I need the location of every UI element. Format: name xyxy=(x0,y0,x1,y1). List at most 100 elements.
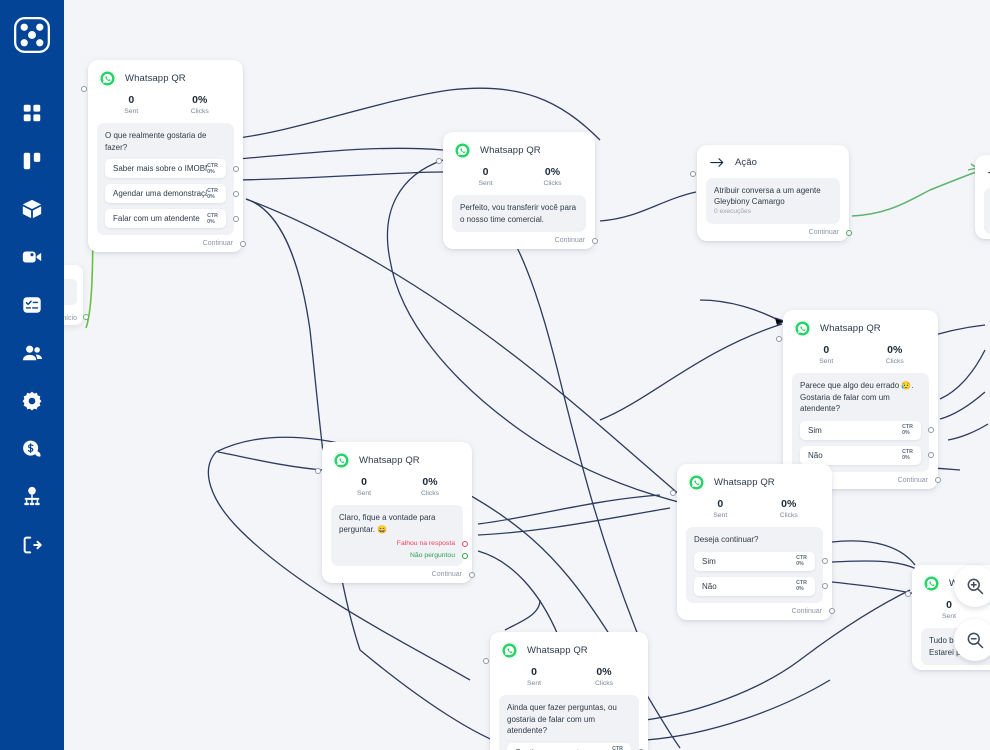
option-output-handle[interactable] xyxy=(822,558,828,564)
clicks-value: 0% xyxy=(781,498,797,510)
sidebar-item-settings[interactable] xyxy=(12,381,52,421)
node-title: Whatsapp QR xyxy=(527,645,588,656)
continuar-output-handle[interactable] xyxy=(829,608,835,614)
message-box: Claro, fique a vontade para perguntar. 😄… xyxy=(331,505,468,566)
response-fail-row[interactable]: Falhou na resposta xyxy=(339,540,468,547)
node-whatsapp-perguntas[interactable]: Whatsapp QR 0 Sent 0% Clicks Ainda quer … xyxy=(483,632,648,750)
node-footer[interactable]: Continuar xyxy=(331,571,475,578)
stat-clicks: 0% Clicks xyxy=(519,166,586,189)
response-fail-handle[interactable] xyxy=(462,540,468,547)
app-logo[interactable] xyxy=(13,16,51,59)
node-whatsapp-vontade[interactable]: Whatsapp QR 0 Sent 0% Clicks Claro, fiqu… xyxy=(315,442,475,583)
sidebar-item-billing[interactable] xyxy=(12,429,52,469)
continuar-output-handle[interactable] xyxy=(935,477,941,483)
node-footer[interactable]: Continuar xyxy=(686,608,835,615)
node-acao-partial[interactable]: Ação At "A 0 e xyxy=(975,155,990,239)
sidebar-item-flows[interactable] xyxy=(12,285,52,325)
grid-dashboard-icon xyxy=(21,102,43,124)
inicio-output-handle[interactable] xyxy=(83,314,89,320)
response-none-label: Não perguntou xyxy=(410,552,455,559)
sidebar-item-logout[interactable] xyxy=(12,525,52,565)
option-output-handle[interactable] xyxy=(233,190,239,197)
sidebar-item-dashboard[interactable] xyxy=(12,93,52,133)
option-output-handle[interactable] xyxy=(928,452,934,458)
gear-settings-icon xyxy=(21,390,43,412)
option-output-handle[interactable] xyxy=(233,165,239,172)
message-text: Perfeito, vou transferir você para o nos… xyxy=(460,203,577,224)
message-box: Parece que algo deu errado 😥. Gostaria d… xyxy=(792,373,934,472)
sent-label: Sent xyxy=(357,490,371,497)
input-handle[interactable] xyxy=(690,171,696,177)
stat-clicks: 0% Clicks xyxy=(861,344,930,367)
option-output-handle[interactable] xyxy=(928,427,934,433)
node-whatsapp-transfer[interactable]: Whatsapp QR 0 Sent 0% Clicks Perfeito, v… xyxy=(436,132,598,249)
stat-clicks: 0% Clicks xyxy=(755,498,824,521)
sent-value: 0 xyxy=(128,94,135,106)
input-handle[interactable] xyxy=(81,86,87,92)
main-sidebar[interactable] xyxy=(0,0,64,750)
arrow-right-icon xyxy=(986,165,990,179)
continuar-output-handle[interactable] xyxy=(592,237,598,244)
sent-value: 0 xyxy=(946,599,952,611)
sidebar-item-integrations[interactable] xyxy=(12,477,52,517)
sent-label: Sent xyxy=(527,680,541,687)
input-handle[interactable] xyxy=(483,658,489,664)
node-whatsapp-menu[interactable]: Whatsapp QR 0 Sent 0% Clicks O que realm… xyxy=(81,60,246,252)
node-footer[interactable]: Continuar xyxy=(706,229,852,236)
network-tree-icon xyxy=(21,486,43,508)
sent-label: Sent xyxy=(478,180,493,187)
arrow-right-icon xyxy=(708,155,726,169)
response-none-handle[interactable] xyxy=(462,552,468,559)
users-group-icon xyxy=(21,342,44,365)
node-footer[interactable]: Continuar xyxy=(452,237,598,244)
input-handle[interactable] xyxy=(776,336,782,342)
sidebar-item-contacts[interactable] xyxy=(12,333,52,373)
continuar-output-handle[interactable] xyxy=(469,571,475,578)
sidebar-item-products[interactable] xyxy=(12,189,52,229)
option-output-handle[interactable] xyxy=(233,215,239,222)
message-box: Perfeito, vou transferir você para o nos… xyxy=(452,195,586,232)
continuar-output-handle[interactable] xyxy=(846,229,852,236)
node-header: Whatsapp QR xyxy=(499,640,639,659)
option-label: Falar com um atendente xyxy=(113,214,200,223)
stat-clicks: 0% Clicks xyxy=(569,666,639,689)
continuar-label: Continuar xyxy=(554,237,585,244)
option-output-handle[interactable] xyxy=(822,583,828,589)
input-handle[interactable] xyxy=(670,490,676,496)
node-acao-agente[interactable]: Ação Atribuir conversa a um agente Gleyb… xyxy=(690,145,852,241)
message-text-line2: Estarei por a xyxy=(929,647,975,657)
message-text: Ainda quer fazer perguntas, ou gostaria … xyxy=(507,703,617,735)
sidebar-item-boards[interactable] xyxy=(12,141,52,181)
input-handle[interactable] xyxy=(436,158,442,164)
stat-clicks: 0% Clicks xyxy=(397,476,463,499)
node-footer[interactable]: Continuar xyxy=(97,240,246,247)
response-none-row[interactable]: Não perguntou xyxy=(339,552,468,559)
zoom-controls[interactable] xyxy=(954,565,990,673)
action-box: At "A 0 e xyxy=(984,188,990,234)
zoom-in-button[interactable] xyxy=(954,565,990,607)
input-handle[interactable] xyxy=(905,591,911,597)
message-text: Claro, fique a vontade para perguntar. 😄 xyxy=(339,513,436,534)
zoom-out-button[interactable] xyxy=(954,619,990,661)
clicks-value: 0% xyxy=(422,476,438,488)
stat-sent: 0 Sent xyxy=(499,666,569,689)
input-handle[interactable] xyxy=(315,468,321,474)
sidebar-item-media[interactable] xyxy=(12,237,52,277)
continuar-output-handle[interactable] xyxy=(240,240,246,247)
whatsapp-icon xyxy=(688,474,705,491)
node-whatsapp-erro[interactable]: Whatsapp QR 0 Sent 0% Clicks Parece que … xyxy=(776,310,941,489)
node-whatsapp-continuar[interactable]: Whatsapp QR 0 Sent 0% Clicks Deseja cont… xyxy=(670,464,835,620)
node-stats: 0 Sent 0% Clicks xyxy=(452,166,586,189)
